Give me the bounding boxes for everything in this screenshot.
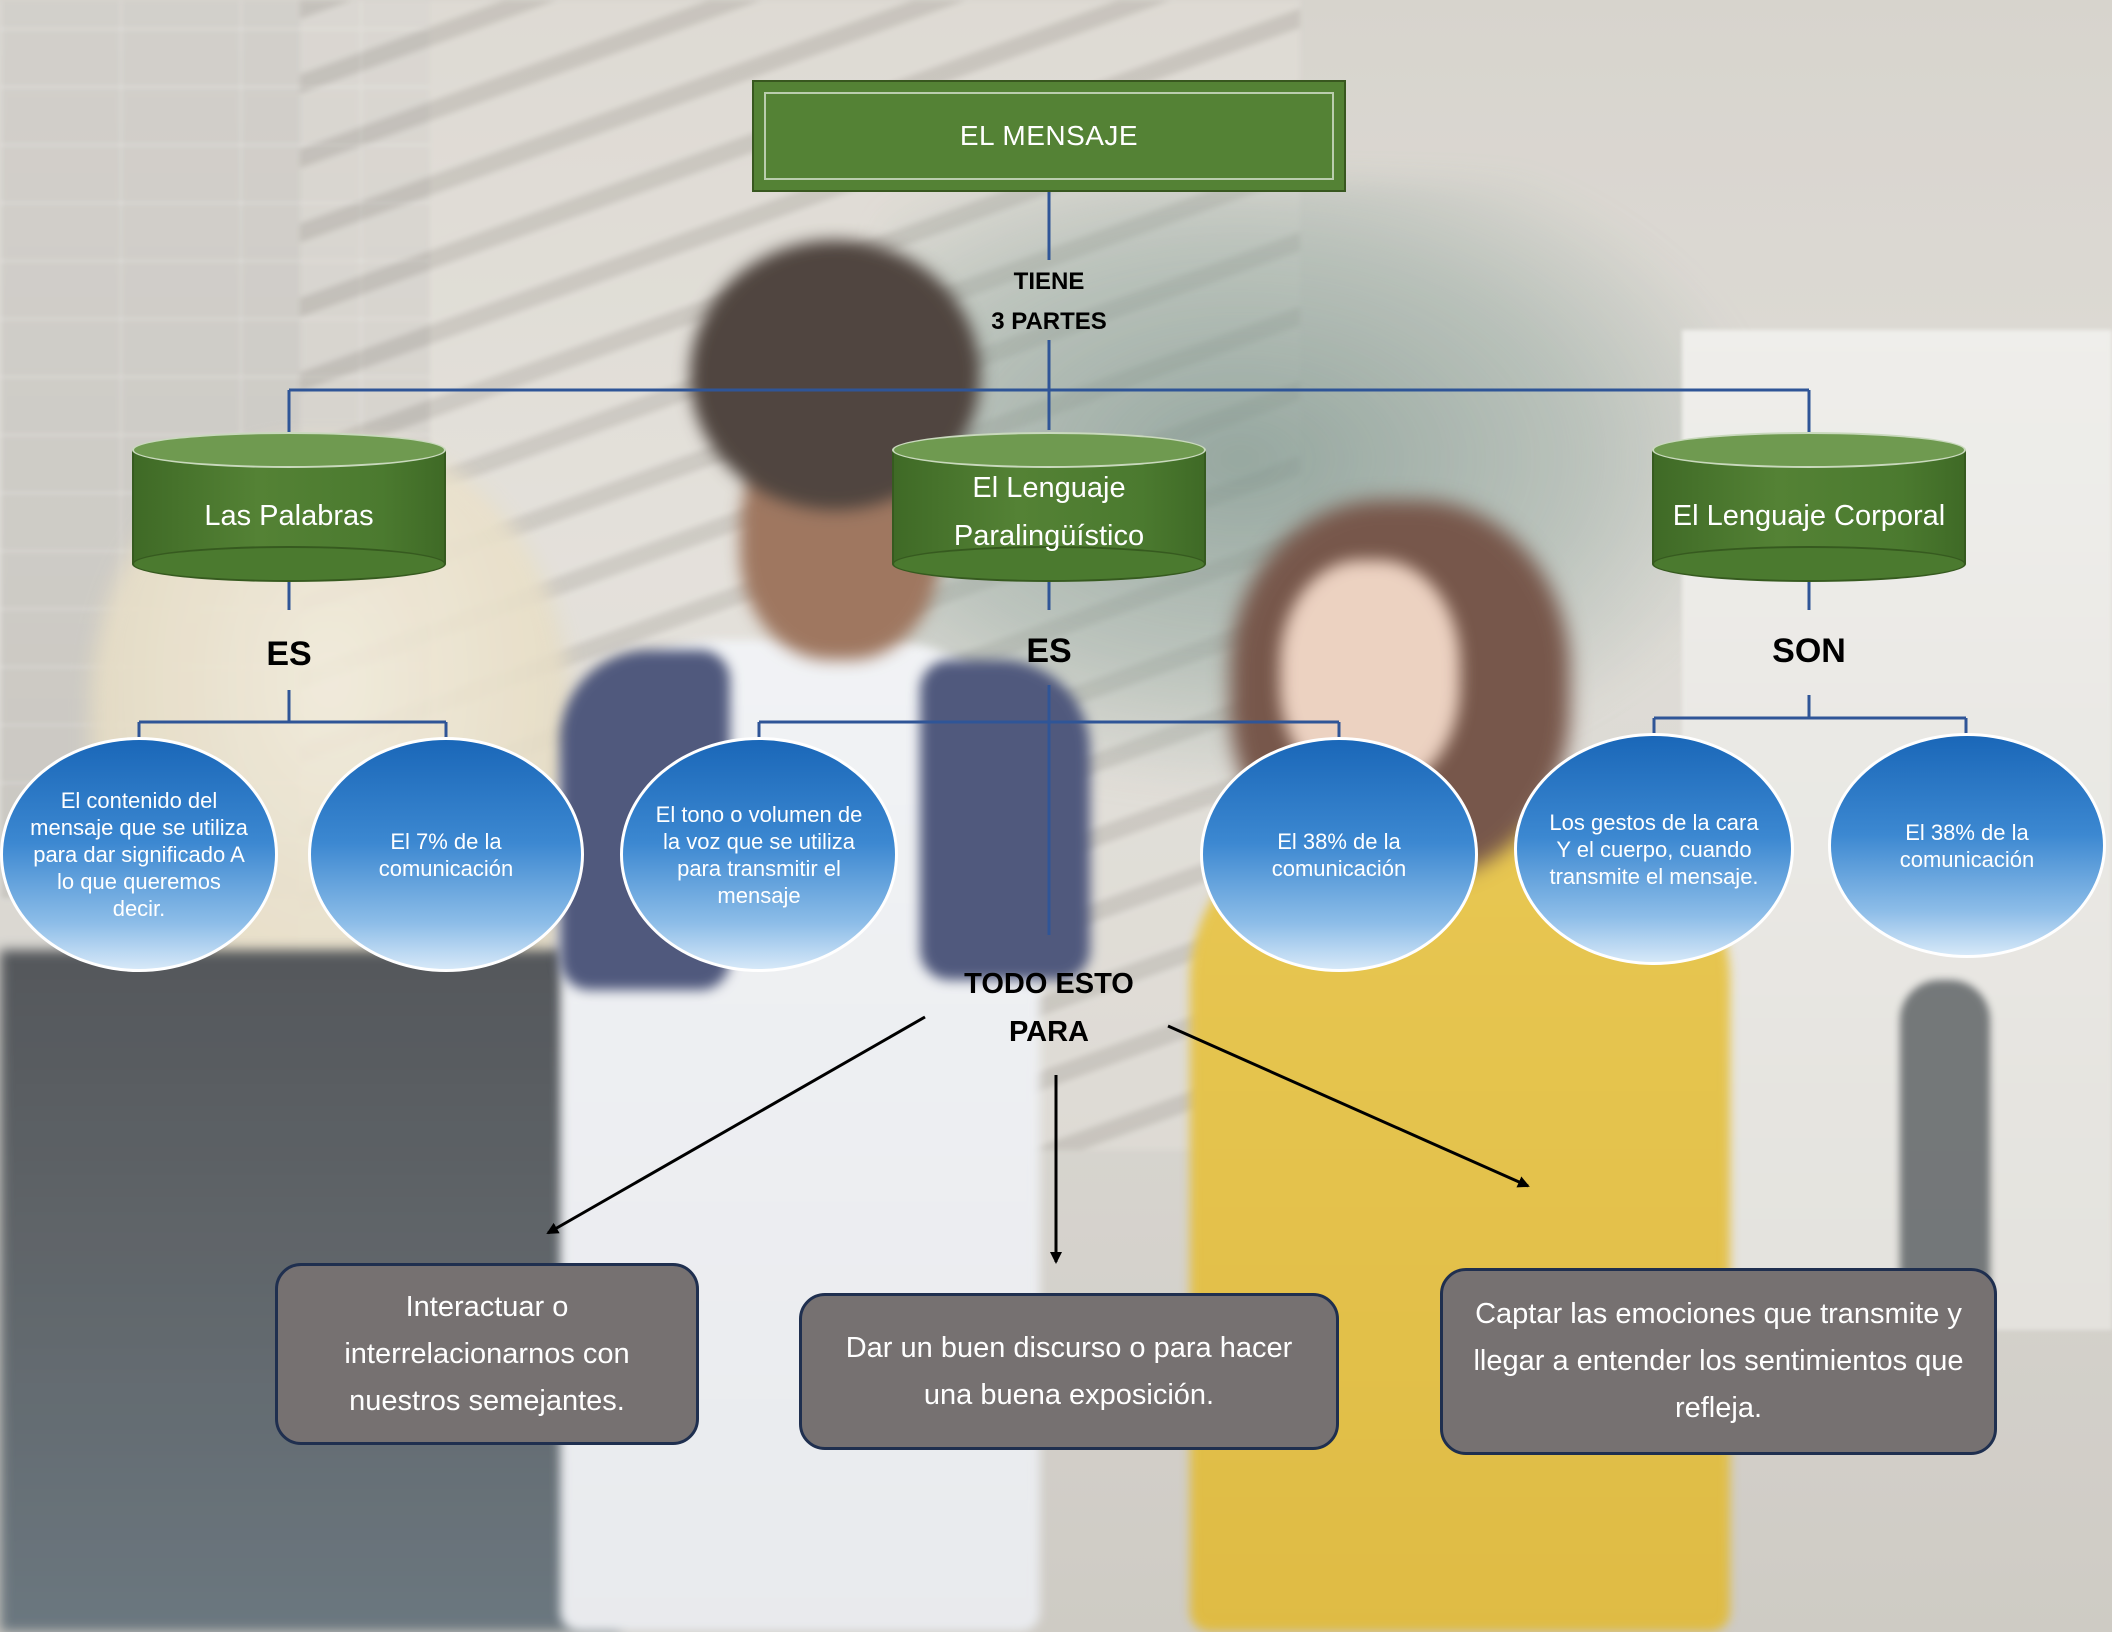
bubble-palabras-definition-text: El contenido del mensaje que se utiliza … bbox=[30, 788, 248, 921]
bubble-palabras-percentage: El 7% de la comunicación bbox=[308, 737, 584, 972]
connector-label-tiene-text: TIENE bbox=[1013, 268, 1085, 295]
outcome-text-discurso: Dar un buen discurso o para hacer una bu… bbox=[845, 1331, 1293, 1411]
bubble-paralinguistico-definition: El tono o volumen de la voz que se utili… bbox=[620, 737, 898, 972]
purpose-label-line2: PARA bbox=[1008, 1016, 1090, 1048]
purpose-label: TODO ESTO PARA bbox=[939, 960, 1159, 1056]
part-label-corporal: El Lenguaje Corporal bbox=[1672, 500, 1946, 532]
connector-label-son-corporal: SON bbox=[1772, 632, 1846, 670]
purpose-label-line1: TODO ESTO bbox=[964, 968, 1134, 1000]
connector-label-partes-text: 3 PARTES bbox=[991, 308, 1107, 335]
part-cylinder-palabras: Las Palabras bbox=[132, 432, 446, 582]
part-cylinder-paralinguistico: El Lenguaje Paralingüístico bbox=[892, 432, 1206, 582]
outcome-box-emociones: Captar las emociones que transmite y lle… bbox=[1440, 1268, 1997, 1455]
connector-label-es-palabras: ES bbox=[266, 635, 312, 673]
part-label-paralinguistico: El Lenguaje Paralingüístico bbox=[953, 472, 1145, 552]
arrow-to-outcome-right bbox=[1167, 1024, 1530, 1188]
bubble-palabras-definition: El contenido del mensaje que se utiliza … bbox=[0, 737, 278, 972]
connector-label-tiene: TIENE 3 PARTES bbox=[949, 262, 1149, 342]
person-center-sleeve-right bbox=[920, 660, 1090, 980]
outcome-box-interactuar: Interactuar o interrelacionarnos con nue… bbox=[275, 1263, 699, 1445]
outcome-box-discurso: Dar un buen discurso o para hacer una bu… bbox=[799, 1293, 1339, 1450]
outcome-text-emociones: Captar las emociones que transmite y lle… bbox=[1473, 1298, 1964, 1424]
bubble-paralinguistico-definition-text: El tono o volumen de la voz que se utili… bbox=[655, 801, 863, 908]
part-cylinder-corporal: El Lenguaje Corporal bbox=[1652, 432, 1966, 582]
bubble-palabras-percentage-text: El 7% de la comunicación bbox=[378, 828, 514, 881]
part-label-palabras: Las Palabras bbox=[204, 500, 374, 532]
bubble-paralinguistico-percentage-text: El 38% de la comunicación bbox=[1271, 828, 1407, 881]
outcome-text-interactuar: Interactuar o interrelacionarnos con nue… bbox=[344, 1290, 630, 1417]
arrow-to-outcome-left bbox=[546, 1015, 926, 1235]
connector-label-es-paralinguistico: ES bbox=[1026, 632, 1072, 670]
bubble-corporal-definition-text: Los gestos de la cara Y el cuerpo, cuand… bbox=[1549, 809, 1759, 889]
title-text: EL MENSAJE bbox=[959, 120, 1139, 151]
title-box: EL MENSAJE bbox=[752, 80, 1346, 192]
bubble-corporal-percentage-text: El 38% de la comunicación bbox=[1899, 819, 2035, 872]
bubble-corporal-definition: Los gestos de la cara Y el cuerpo, cuand… bbox=[1514, 733, 1794, 965]
bubble-corporal-percentage: El 38% de la comunicación bbox=[1828, 733, 2106, 958]
bubble-paralinguistico-percentage: El 38% de la comunicación bbox=[1200, 737, 1478, 972]
